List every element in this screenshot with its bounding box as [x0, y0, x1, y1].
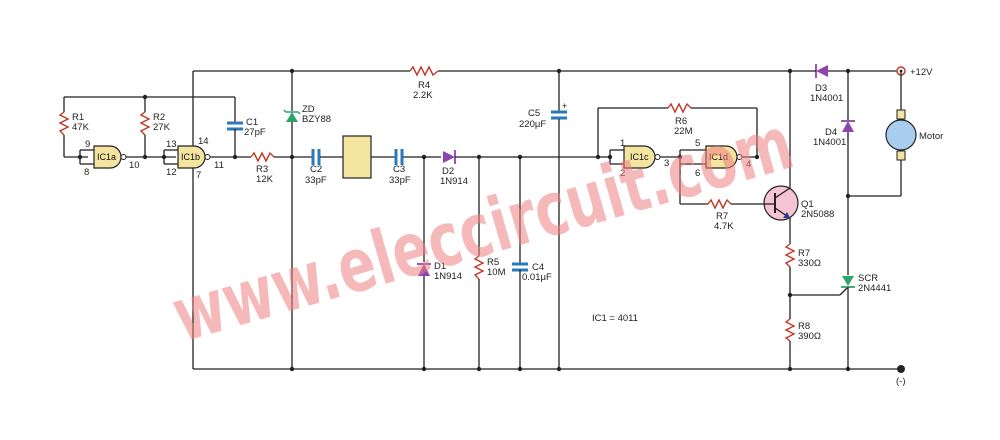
- supply-plus-label: +12V: [910, 67, 933, 78]
- resistor-r7-base: [707, 198, 732, 210]
- pin-2: 2: [620, 168, 625, 179]
- c1-name: C1: [246, 117, 258, 128]
- resistor-r2: [139, 111, 151, 136]
- resistor-r1: [58, 111, 70, 136]
- motor-label: Motor: [919, 131, 943, 142]
- d4-value: 1N4001: [813, 137, 846, 148]
- negative-terminal: [897, 365, 905, 373]
- d4-name: D4: [825, 127, 837, 138]
- gate-ic1b-label: IC1b: [181, 152, 200, 162]
- r2-value: 27K: [153, 122, 171, 133]
- c5-name: C5: [528, 108, 540, 119]
- c2-value: 33pF: [305, 175, 327, 186]
- transistor-q1: [763, 185, 799, 221]
- d2-name: D2: [442, 166, 454, 177]
- diode-d2: [443, 151, 455, 163]
- pin-6: 6: [695, 168, 700, 179]
- pin-8: 8: [84, 167, 89, 178]
- zd-value: BZY88: [302, 114, 331, 125]
- ic-note: IC1 = 4011: [592, 313, 638, 324]
- zd-name: ZD: [302, 104, 315, 115]
- resistor-r3: [250, 151, 275, 163]
- r1-name: R1: [72, 112, 84, 123]
- resistor-r4: [409, 65, 439, 77]
- svg-text:+: +: [562, 101, 567, 111]
- c2-name: C2: [310, 164, 322, 175]
- scr-value: 2N4441: [858, 283, 891, 294]
- r6-value: 22M: [674, 126, 693, 137]
- pin-7: 7: [196, 170, 201, 181]
- resistor-r8: [784, 318, 796, 342]
- pin-10: 10: [129, 160, 140, 171]
- r7b-value: 330Ω: [798, 258, 821, 269]
- q1-value: 2N5088: [801, 209, 834, 220]
- r7b-name: R7: [798, 248, 810, 259]
- resistor-r6: [667, 102, 692, 114]
- d1-name: D1: [434, 261, 446, 272]
- diode-d1: [418, 264, 430, 276]
- r7a-value: 4.7K: [714, 221, 734, 232]
- resistor-r5: [473, 255, 485, 280]
- d2-value: 1N914: [440, 176, 468, 187]
- pin-13: 13: [166, 139, 177, 150]
- d3-name: D3: [815, 83, 827, 94]
- pin-4: 4: [746, 159, 751, 170]
- c4-name: C4: [532, 262, 544, 273]
- motor: [885, 119, 917, 151]
- supply-minus-label: (-): [896, 376, 906, 387]
- zener-zd: [286, 112, 298, 122]
- q1-name: Q1: [801, 199, 814, 210]
- diode-d4: [842, 121, 854, 132]
- pin-12: 12: [166, 167, 177, 178]
- d3-value: 1N4001: [810, 93, 843, 104]
- junction-dots: [77, 68, 851, 372]
- r5-value: 10M: [487, 267, 506, 278]
- watermark: www.eleccircuit.com: [163, 100, 802, 359]
- pin-1: 1: [620, 138, 625, 149]
- r1-value: 47K: [72, 122, 90, 133]
- pin-14: 14: [198, 136, 209, 147]
- resistor-r7-emitter: [784, 243, 796, 268]
- r3-name: R3: [256, 164, 268, 175]
- pin-3: 3: [664, 158, 669, 169]
- pin-9: 9: [85, 139, 90, 150]
- gate-ic1d-label: IC1d: [709, 152, 728, 162]
- c3-name: C3: [393, 164, 405, 175]
- r8-value: 390Ω: [798, 331, 821, 342]
- scr-name: SCR: [858, 273, 878, 284]
- r6-name: R6: [675, 116, 687, 127]
- r3-value: 12K: [256, 174, 274, 185]
- c4-value: 0.01μF: [522, 272, 552, 283]
- c3-value: 33pF: [389, 175, 411, 186]
- diode-d3: [816, 65, 828, 77]
- r7a-name: R7: [716, 211, 728, 222]
- r4-value: 2.2K: [413, 90, 433, 101]
- c5-value: 220μF: [519, 119, 546, 130]
- pin-5: 5: [695, 138, 700, 149]
- scr: [842, 276, 854, 286]
- c1-value: 27pF: [244, 127, 266, 138]
- gate-ic1c-label: IC1c: [630, 152, 649, 162]
- d1-value: 1N914: [434, 271, 462, 282]
- r8-name: R8: [798, 321, 810, 332]
- r5-name: R5: [487, 257, 499, 268]
- r4-name: R4: [418, 80, 430, 91]
- r2-name: R2: [153, 112, 165, 123]
- touch-plate: [342, 135, 372, 179]
- gate-ic1a-label: IC1a: [97, 152, 116, 162]
- pin-11: 11: [214, 160, 224, 171]
